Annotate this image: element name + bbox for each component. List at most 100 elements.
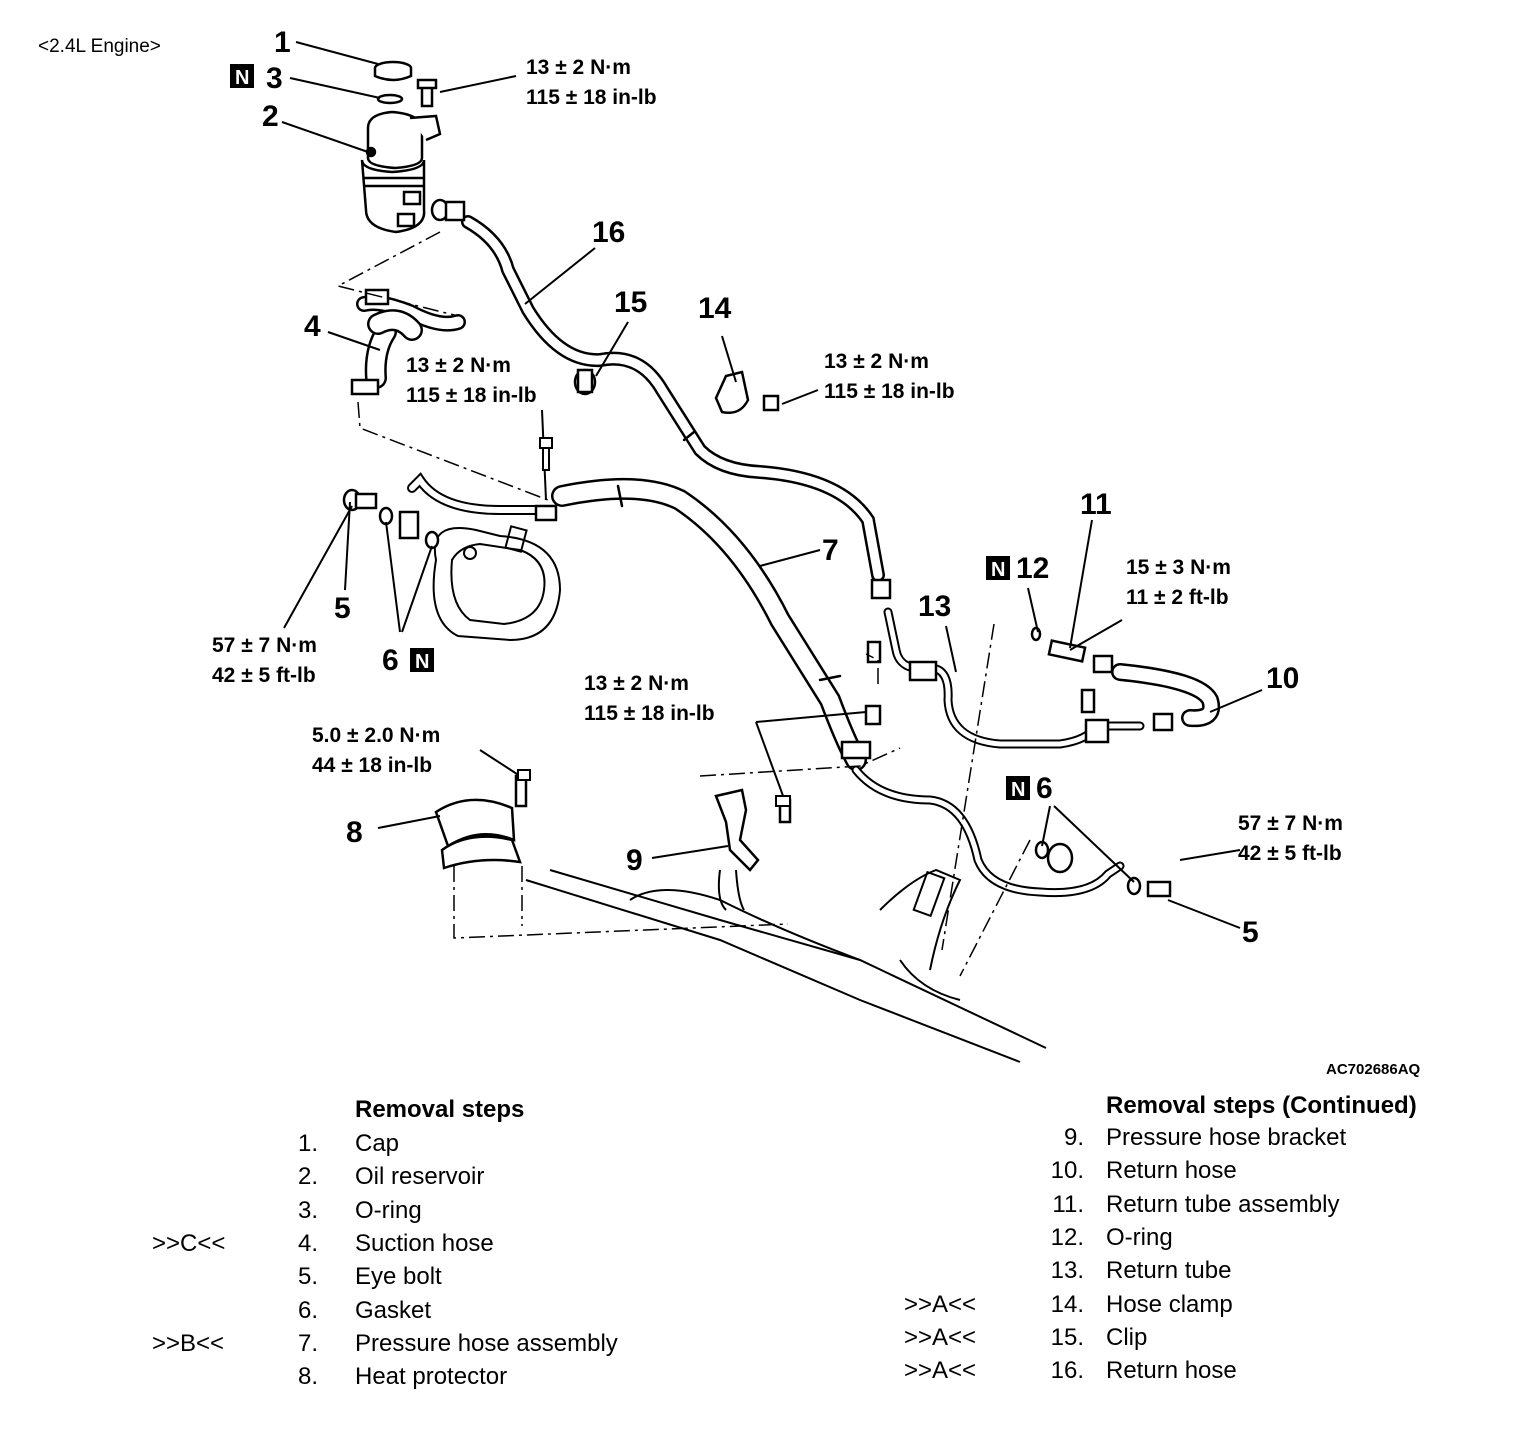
step-part-name: O-ring bbox=[355, 1196, 422, 1224]
callout-10: 10 bbox=[1266, 662, 1299, 695]
step-part-name: Return tube assembly bbox=[1106, 1190, 1340, 1218]
torque-return11-nm: 15 ± 3 N·m bbox=[1126, 556, 1231, 579]
step-row: 11. Return tube assembly bbox=[0, 1191, 1520, 1224]
oil-reservoir-drawing bbox=[360, 60, 442, 234]
eye-bolt-left bbox=[342, 488, 440, 550]
callout-16: 16 bbox=[592, 216, 625, 249]
torque-bracket9-inlb: 115 ± 18 in-lb bbox=[584, 702, 715, 725]
callout-12: 12 bbox=[1016, 552, 1049, 585]
step-part-name: Gasket bbox=[355, 1296, 432, 1324]
new-part-badges: N N N N bbox=[230, 64, 1030, 801]
step-note-mark: >>A<< bbox=[904, 1290, 977, 1318]
new-part-badge-3: N bbox=[235, 67, 249, 89]
step-part-name: Cap bbox=[355, 1130, 400, 1157]
step-number: 2. bbox=[297, 1163, 318, 1191]
step-row: 8.Heat protector bbox=[0, 1363, 760, 1396]
step-number: 15. bbox=[1050, 1323, 1084, 1351]
steering-gear bbox=[525, 868, 1047, 1063]
return-hose-16 bbox=[461, 215, 885, 582]
step-row: >>B<<7.Pressure hose assembly bbox=[0, 1330, 760, 1363]
torque-specs: 13 ± 2 N·m 115 ± 18 in-lb 13 ± 2 N·m 115… bbox=[212, 56, 1343, 865]
step-part-name: Pressure hose assembly bbox=[355, 1329, 618, 1357]
step-number: 5. bbox=[297, 1263, 318, 1291]
torque-bracket9-nm: 13 ± 2 N·m bbox=[584, 672, 689, 695]
callout-4: 4 bbox=[304, 310, 321, 343]
return-hose-10 bbox=[1111, 663, 1220, 728]
torque-suction-nm: 13 ± 2 N·m bbox=[406, 354, 511, 377]
step-row: 3.O-ring bbox=[0, 1197, 760, 1230]
new-part-badge-12: N bbox=[991, 559, 1005, 581]
callout-5-left: 5 bbox=[334, 592, 351, 625]
torque-eyebolt-left-nm: 57 ± 7 N·m bbox=[212, 634, 317, 657]
cap-part bbox=[373, 60, 413, 82]
removal-steps-continued-title: Removal steps (Continued) bbox=[1106, 1092, 1417, 1119]
callout-15: 15 bbox=[614, 286, 647, 319]
step-row: 2. Oil reservoir bbox=[0, 1163, 760, 1196]
torque-heat8-nm: 5.0 ± 2.0 N·m bbox=[312, 724, 440, 747]
step-row: >>A<< 15. Clip bbox=[0, 1324, 1520, 1357]
o-ring-part bbox=[376, 93, 404, 105]
eye-bolt-right bbox=[1034, 840, 1172, 898]
removal-steps-left: Removal steps 1. Cap 2. Oil reservoir 3.O-ri… bbox=[0, 1094, 760, 1394]
figure-code: AC702686AQ bbox=[1326, 1061, 1421, 1078]
callout-3: 3 bbox=[266, 62, 283, 95]
step-row: 12. O-ring bbox=[0, 1224, 1520, 1257]
step-number: 16. bbox=[1050, 1357, 1084, 1385]
step-note-mark: >>A<< bbox=[904, 1357, 977, 1385]
step-part-name: O-ring bbox=[1106, 1223, 1173, 1251]
pressure-hose-bracket-9 bbox=[714, 704, 882, 872]
removal-steps-right: Removal steps (Continued) 9. Pressure hos… bbox=[0, 1090, 1520, 1390]
step-part-name: Clip bbox=[1106, 1323, 1148, 1351]
step-note-mark: >>A<< bbox=[904, 1323, 977, 1351]
step-note-mark: >>B<< bbox=[152, 1329, 225, 1357]
phantom-lines bbox=[335, 231, 1031, 977]
callout-8: 8 bbox=[346, 816, 363, 849]
step-row: 6. Gasket bbox=[0, 1297, 760, 1330]
oil-pump bbox=[432, 525, 562, 642]
torque-eyebolt-right-ftlb: 42 ± 5 ft-lb bbox=[1238, 842, 1342, 865]
step-number: 6. bbox=[297, 1296, 318, 1324]
step-number: 1. bbox=[297, 1130, 318, 1157]
step-number: 14. bbox=[1050, 1290, 1084, 1318]
step-part-name: Hose clamp bbox=[1106, 1290, 1233, 1318]
step-number: 10. bbox=[1050, 1157, 1084, 1185]
step-number: 9. bbox=[1063, 1124, 1084, 1151]
step-number: 12. bbox=[1050, 1223, 1084, 1251]
step-number: 13. bbox=[1050, 1257, 1084, 1285]
new-part-badge-6-right: N bbox=[1011, 779, 1025, 801]
callout-7: 7 bbox=[822, 534, 839, 567]
step-row: >>A<< 16. Return hose bbox=[0, 1357, 1520, 1390]
step-row: 1. Cap bbox=[0, 1130, 760, 1163]
step-number: 4. bbox=[297, 1229, 318, 1257]
callout-9: 9 bbox=[626, 844, 643, 877]
step-part-name: Heat protector bbox=[355, 1363, 508, 1391]
torque-clamp14-nm: 13 ± 2 N·m bbox=[824, 350, 929, 373]
step-part-name: Return hose bbox=[1106, 1357, 1237, 1385]
step-part-name: Pressure hose bracket bbox=[1106, 1124, 1347, 1151]
torque-return11-ftlb: 11 ± 2 ft-lb bbox=[1126, 586, 1229, 609]
callout-14: 14 bbox=[698, 292, 732, 325]
torque-clamp14-inlb: 115 ± 18 in-lb bbox=[824, 380, 955, 403]
bolts bbox=[517, 437, 791, 807]
callout-6-left: 6 bbox=[382, 644, 399, 677]
step-row: 5. Eye bolt bbox=[0, 1263, 760, 1296]
step-number: 11. bbox=[1052, 1190, 1084, 1218]
callout-11: 11 bbox=[1080, 488, 1112, 521]
new-part-badge-6-left: N bbox=[415, 651, 429, 673]
callout-1: 1 bbox=[274, 26, 291, 59]
torque-reservoir-inlb: 115 ± 18 in-lb bbox=[526, 86, 657, 109]
hose-clamps bbox=[430, 198, 892, 600]
step-part-name: Eye bolt bbox=[355, 1263, 442, 1291]
hose-clamp-14 bbox=[714, 370, 780, 414]
step-part-name: Oil reservoir bbox=[355, 1163, 485, 1191]
torque-eyebolt-left-ftlb: 42 ± 5 ft-lb bbox=[212, 664, 316, 687]
step-part-name: Return tube bbox=[1106, 1257, 1232, 1285]
step-part-name: Suction hose bbox=[355, 1229, 494, 1257]
step-row: 10.Return hose bbox=[0, 1157, 1520, 1190]
torque-suction-inlb: 115 ± 18 in-lb bbox=[406, 384, 537, 407]
step-row: 13. Return tube bbox=[0, 1257, 1520, 1290]
pressure-fittings bbox=[398, 504, 872, 760]
step-row: >>C<<4.Suction hose bbox=[0, 1230, 760, 1263]
removal-steps-title: Removal steps bbox=[355, 1096, 525, 1123]
callout-2: 2 bbox=[262, 100, 279, 133]
